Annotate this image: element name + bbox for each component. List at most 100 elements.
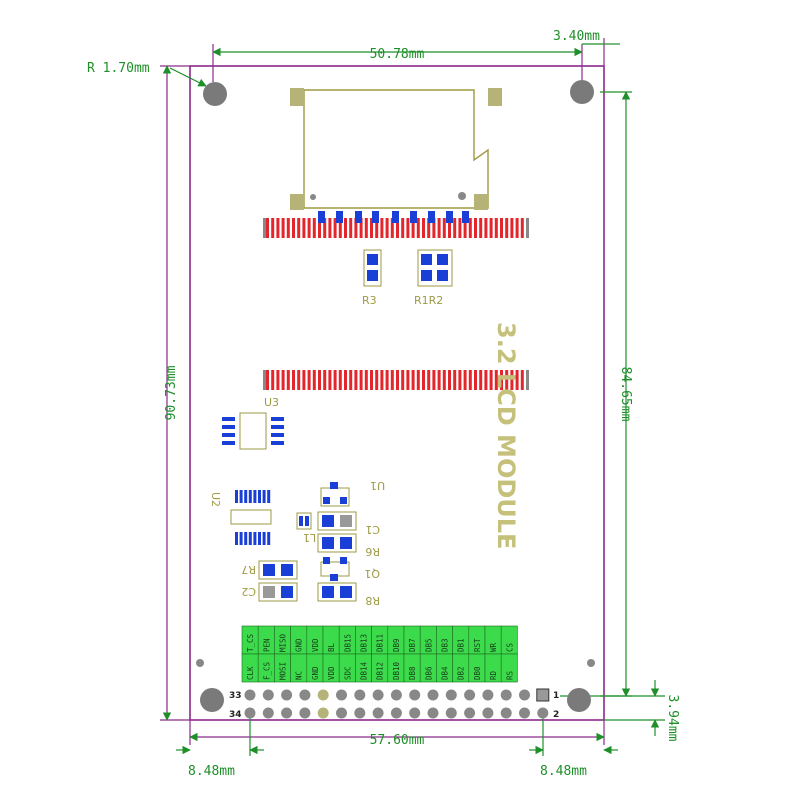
label-r6: R6 bbox=[365, 545, 380, 558]
pin-label-cell bbox=[500, 653, 518, 683]
mounting-hole-top-right bbox=[570, 80, 594, 104]
dimension-top-width bbox=[212, 44, 583, 82]
chip-pad bbox=[253, 532, 257, 545]
connector-pad bbox=[286, 370, 290, 390]
connector-pad bbox=[468, 218, 472, 238]
connector-pad bbox=[510, 218, 514, 238]
header-pin bbox=[372, 689, 384, 701]
connector-end bbox=[526, 370, 529, 390]
header-pin bbox=[500, 689, 512, 701]
header-pin bbox=[390, 707, 402, 719]
connector-pad bbox=[281, 218, 285, 238]
connector-pad bbox=[318, 218, 321, 238]
pin-label-top: DB7 bbox=[408, 638, 417, 652]
connector-end bbox=[263, 218, 266, 238]
connector-pad bbox=[380, 370, 384, 390]
connector-pad bbox=[489, 370, 493, 390]
pin-label-top: DB13 bbox=[360, 634, 369, 652]
pin-number-2: 2 bbox=[553, 710, 559, 720]
mounting-hole-top-left bbox=[203, 82, 227, 106]
chip-pad bbox=[244, 490, 248, 503]
connector-pad bbox=[338, 218, 342, 238]
connector-pad bbox=[515, 370, 519, 390]
connector-pad bbox=[312, 370, 316, 390]
transistor-u1 bbox=[320, 482, 350, 507]
connector-pad bbox=[458, 218, 462, 238]
chip-pad bbox=[235, 490, 238, 503]
header-pin bbox=[336, 689, 347, 701]
connector-blue-pad bbox=[410, 211, 417, 223]
pin-label-bottom: DB8 bbox=[408, 666, 417, 680]
connector-pad bbox=[474, 218, 477, 238]
pin-label-top: DB5 bbox=[424, 638, 433, 652]
pin-label-top: WR bbox=[489, 642, 498, 652]
connector-pad bbox=[494, 370, 498, 390]
label-r3: R3 bbox=[362, 294, 377, 307]
header-pin bbox=[482, 707, 494, 719]
connector-pad bbox=[375, 218, 379, 238]
connector-pad bbox=[489, 218, 493, 238]
connector-pad bbox=[292, 370, 295, 390]
sd-card-socket bbox=[290, 88, 502, 210]
board-outline bbox=[189, 65, 605, 721]
connector-pad bbox=[364, 370, 368, 390]
chip-pad bbox=[267, 532, 271, 545]
chip-pad bbox=[239, 532, 243, 545]
connector-pad bbox=[307, 370, 311, 390]
connector-pad bbox=[448, 218, 451, 238]
pin-label-top: DB11 bbox=[376, 634, 385, 652]
header-pin bbox=[372, 707, 384, 719]
connector-pad bbox=[406, 370, 410, 390]
header-pin bbox=[537, 707, 549, 719]
pin-label-top: DB3 bbox=[441, 638, 450, 652]
connector-pad bbox=[328, 218, 332, 238]
resistor-r7 bbox=[258, 560, 298, 580]
header-pin bbox=[317, 707, 329, 719]
connector-pad bbox=[505, 370, 509, 390]
connector-pad bbox=[302, 218, 306, 238]
lcd-connector-top bbox=[263, 211, 529, 238]
dimension-left-height-label: 90.73mm bbox=[164, 365, 179, 420]
connector-pad bbox=[463, 218, 467, 238]
connector-pad bbox=[422, 218, 425, 238]
header-pin bbox=[519, 707, 530, 719]
connector-pad bbox=[359, 218, 363, 238]
connector-pad bbox=[266, 370, 269, 390]
connector-pad bbox=[515, 218, 519, 238]
connector-pad bbox=[359, 370, 363, 390]
chip-pad bbox=[253, 490, 257, 503]
header-pin bbox=[336, 707, 347, 719]
header-pin bbox=[500, 707, 512, 719]
pin-label-bottom: SDC bbox=[343, 666, 352, 680]
pin-label-bottom: RS bbox=[505, 670, 514, 680]
connector-pad bbox=[427, 218, 431, 238]
pin-label-bottom: RD bbox=[489, 670, 498, 680]
label-c2: C2 bbox=[241, 585, 256, 598]
dimension-bottom-width-label: 57.60mm bbox=[370, 733, 425, 748]
connector-pad bbox=[437, 370, 441, 390]
connector-pad bbox=[370, 218, 373, 238]
connector-pad bbox=[390, 370, 394, 390]
connector-blue-pad bbox=[336, 211, 343, 223]
connector-pad bbox=[266, 218, 269, 238]
label-u3: U3 bbox=[264, 396, 279, 409]
connector-pad bbox=[354, 370, 358, 390]
inductor-l1 bbox=[296, 512, 312, 530]
dimension-bottom-right-offset bbox=[529, 712, 618, 756]
connector-pad bbox=[416, 370, 420, 390]
connector-pad bbox=[411, 218, 415, 238]
pin-label-top: MISO bbox=[279, 633, 288, 652]
connector-pad bbox=[354, 218, 358, 238]
pin-label-bottom: DB2 bbox=[457, 666, 466, 680]
chip-u2 bbox=[230, 490, 272, 545]
connector-pad bbox=[411, 370, 415, 390]
connector-pad bbox=[380, 218, 384, 238]
chip-pad bbox=[244, 532, 248, 545]
dimension-top-width-label: 50.78mm bbox=[370, 47, 425, 62]
connector-pad bbox=[479, 218, 483, 238]
dimension-left-height bbox=[160, 65, 190, 721]
connector-pad bbox=[323, 218, 327, 238]
connector-pad bbox=[297, 218, 301, 238]
connector-pad bbox=[416, 218, 420, 238]
